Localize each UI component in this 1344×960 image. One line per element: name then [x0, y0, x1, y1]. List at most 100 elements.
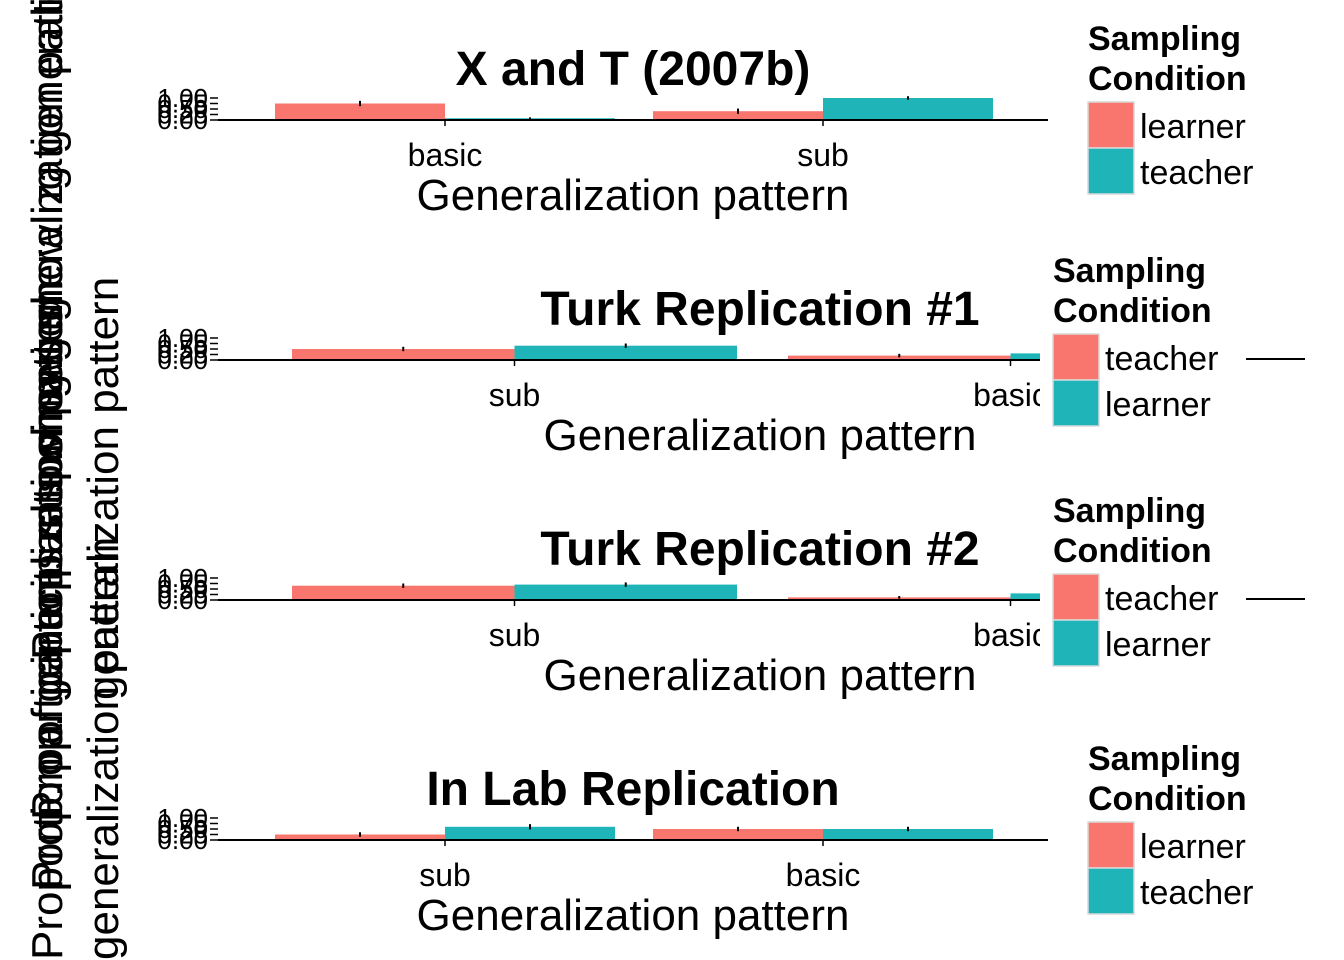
legend-label-learner: learner: [1140, 108, 1246, 146]
legend-title: Condition: [1053, 292, 1212, 330]
bar-learner-sub: [653, 111, 823, 120]
y-tick-label: 0.00: [157, 825, 208, 855]
y-tick-label: 0.00: [157, 345, 208, 375]
y-tick-label: 0.75: [157, 329, 208, 359]
legend-label-learner: learner: [1140, 828, 1246, 866]
y-tick-label: 0.00: [157, 105, 208, 135]
x-tick-labels: sub basic: [489, 617, 1048, 653]
x-axis-title: Generalization pattern: [544, 411, 977, 460]
x-tick-label-basic: basic: [973, 617, 1048, 653]
legend-title: Sampling: [1053, 492, 1206, 530]
legend-label-teacher: teacher: [1140, 154, 1253, 192]
y-tick-label: 1.00: [157, 563, 208, 593]
x-axis-title: Generalization pattern: [544, 651, 977, 700]
legend-key-teacher: [1052, 573, 1100, 621]
legend-label-learner: learner: [1105, 386, 1211, 424]
x-tick-labels: sub basic: [419, 857, 860, 893]
legend-key-learner: [1052, 619, 1100, 667]
legend-key-learner: [1087, 821, 1135, 869]
y-tick-label: 0.25: [157, 100, 208, 130]
legend-title: Condition: [1053, 532, 1212, 570]
panel-4: In Lab Replication0.000.250.500.751.00su…: [157, 740, 1253, 940]
x-tick-label-sub: sub: [489, 617, 541, 653]
legend-key-learner: [1087, 101, 1135, 149]
panel-title: Turk Replication #1: [540, 283, 979, 336]
y-label-6: Prop. responses showing generalization p…: [23, 0, 72, 660]
x-axis-title: Generalization pattern: [417, 891, 850, 940]
bar-teacher-basic: [823, 829, 993, 840]
y-ticks: 0.000.250.500.751.00: [157, 83, 218, 135]
y-tick-label: 1.00: [157, 83, 208, 113]
panel-1: X and T (2007b) 0.000.250.500.751.00 basic…: [157, 20, 1253, 220]
x-tick-label-sub: sub: [419, 857, 471, 893]
x-tick-label-basic: basic: [786, 857, 861, 893]
y-ticks: 0.000.250.500.751.00: [157, 803, 218, 855]
y-tick-label: 0.25: [157, 340, 208, 370]
bars: [275, 824, 993, 840]
y-tick-label: 1.00: [157, 323, 208, 353]
x-tick-label-sub: sub: [489, 377, 541, 413]
y-tick-label: 0.75: [157, 569, 208, 599]
legend-label-teacher: teacher: [1105, 580, 1218, 618]
bar-learner-basic: [275, 103, 445, 120]
bar-teacher-basic: [788, 355, 1011, 360]
x-tick-label-basic: basic: [408, 137, 483, 173]
panel-title: Turk Replication #2: [540, 523, 979, 576]
y-axis-labels: Proportion of participants showing Prop.…: [23, 0, 128, 960]
legend-title: Sampling: [1088, 740, 1241, 778]
y-tick-label: 0.75: [157, 89, 208, 119]
x-axis-title: Generalization pattern: [417, 171, 850, 220]
legend-title: Sampling: [1053, 252, 1206, 290]
panel-title: X and T (2007b): [456, 43, 811, 96]
y-label-1: Proportion of participants showing: [23, 297, 72, 960]
bar-learner-sub: [514, 345, 737, 360]
legend-key-learner: [1052, 379, 1100, 427]
y-tick-label: 0.50: [157, 94, 208, 124]
legend-label-teacher: teacher: [1140, 874, 1253, 912]
y-tick-label: 0.50: [157, 814, 208, 844]
panel-2: Turk Replication #1 0.000.250.500.751.00 s…: [157, 252, 1305, 460]
y-label-5: generalization pattern: [79, 277, 128, 700]
x-tick-label-sub: sub: [797, 137, 849, 173]
bars: [275, 96, 993, 120]
bars: [292, 343, 1040, 360]
bar-teacher-sub: [823, 98, 993, 120]
bar-teacher-sub: [292, 349, 515, 360]
legend-label-learner: learner: [1105, 626, 1211, 664]
legend-title: Sampling: [1088, 20, 1241, 58]
y-label-3: generalization pattern: [79, 537, 128, 960]
y-ticks: 0.000.250.500.751.00: [157, 563, 218, 615]
bars: [292, 582, 1040, 600]
y-tick-label: 0.00: [157, 585, 208, 615]
bar-teacher-sub: [445, 826, 615, 840]
y-tick-label: 1.00: [157, 803, 208, 833]
bar-learner-basic: [653, 829, 823, 840]
bar-learner-basic: [1010, 593, 1040, 600]
x-tick-labels: sub basic: [489, 377, 1048, 413]
bar-learner-sub: [275, 834, 445, 840]
y-tick-label: 0.50: [157, 574, 208, 604]
y-tick-label: 0.50: [157, 334, 208, 364]
legend-key-teacher: [1087, 867, 1135, 915]
bar-learner-basic: [1010, 353, 1040, 360]
y-label-4: Prop. generalization pattern: [23, 279, 72, 820]
y-tick-label: 0.75: [157, 809, 208, 839]
x-tick-labels: basic sub: [408, 137, 849, 173]
legend-title: Condition: [1088, 780, 1247, 818]
legend-title: Condition: [1088, 60, 1247, 98]
bar-teacher-sub: [292, 585, 515, 600]
y-tick-label: 0.25: [157, 820, 208, 850]
bar-learner-sub: [514, 584, 737, 600]
legend-key-teacher: [1087, 147, 1135, 195]
legend-label-teacher: teacher: [1105, 340, 1218, 378]
x-tick-label-basic: basic: [973, 377, 1048, 413]
legend-key-teacher: [1052, 333, 1100, 381]
y-label-2: Prop. participants showing generalizatio…: [23, 0, 72, 890]
panel-3: Turk Replication #2 0.000.250.500.751.00 s…: [157, 492, 1305, 700]
y-ticks: 0.000.250.500.751.00: [157, 323, 218, 375]
